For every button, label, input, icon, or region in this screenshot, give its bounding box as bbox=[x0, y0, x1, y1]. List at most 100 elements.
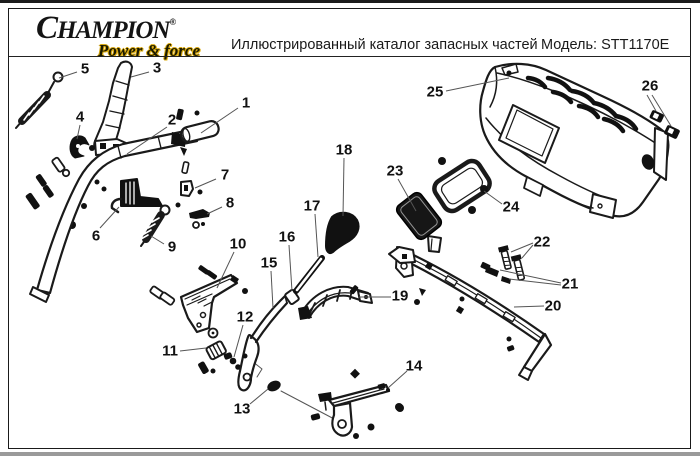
callout-number: 10 bbox=[230, 236, 247, 253]
callout-5: 5 bbox=[58, 61, 89, 79]
callout-number: 3 bbox=[153, 60, 161, 77]
callout-number: 13 bbox=[234, 401, 251, 418]
leader-line bbox=[651, 94, 672, 127]
callout-23: 23 bbox=[387, 163, 417, 212]
part-bracket-plate-left bbox=[149, 265, 239, 374]
callout-number: 20 bbox=[545, 298, 562, 315]
callout-number: 8 bbox=[226, 195, 234, 212]
brand-slogan: Power & force bbox=[98, 41, 200, 60]
leader-line bbox=[233, 324, 244, 358]
part-cable-clips bbox=[649, 110, 680, 139]
part-screw-set bbox=[176, 108, 190, 175]
callout-7: 7 bbox=[194, 167, 229, 189]
leader-line bbox=[508, 278, 562, 286]
leader-line bbox=[206, 206, 223, 215]
part-bushing bbox=[267, 380, 281, 392]
callout-20: 20 bbox=[513, 298, 562, 315]
part-console-housing bbox=[479, 62, 670, 219]
callout-number: 7 bbox=[221, 167, 229, 184]
part-lever-bolt bbox=[189, 209, 210, 229]
callout-26: 26 bbox=[642, 78, 672, 127]
callout-3: 3 bbox=[130, 60, 161, 78]
model-label: Модель: STT1170E bbox=[541, 37, 670, 53]
callout-11: 11 bbox=[162, 343, 207, 360]
leader-line bbox=[397, 178, 417, 212]
part-small-bracket bbox=[180, 180, 203, 197]
assembly-lines bbox=[246, 356, 339, 422]
callout-9: 9 bbox=[150, 235, 176, 256]
callout-18: 18 bbox=[336, 142, 353, 217]
leader-line bbox=[126, 126, 168, 155]
leader-line bbox=[270, 270, 274, 309]
leader-line bbox=[387, 370, 408, 389]
part-grip-lever bbox=[89, 60, 133, 156]
callout-21: 21 bbox=[499, 269, 579, 293]
part-trigger-block bbox=[110, 178, 163, 214]
part-bracket-bottom bbox=[310, 368, 403, 439]
callout-number: 17 bbox=[304, 198, 321, 215]
callout-number: 15 bbox=[261, 255, 278, 272]
leader-line bbox=[179, 347, 207, 352]
callout-number: 5 bbox=[81, 61, 89, 78]
callout-number: 18 bbox=[336, 142, 353, 159]
callout-16: 16 bbox=[279, 229, 295, 292]
callout-number: 24 bbox=[503, 199, 520, 216]
window-bottom-edge bbox=[0, 452, 700, 456]
leader-line bbox=[342, 157, 345, 217]
callout-number: 6 bbox=[92, 228, 100, 245]
brand-name: CHAMPION® bbox=[36, 10, 177, 46]
part-grip-tube bbox=[180, 110, 220, 144]
leader-line bbox=[288, 244, 293, 292]
callout-12: 12 bbox=[233, 309, 254, 358]
leader-line bbox=[249, 388, 269, 405]
callout-19: 19 bbox=[359, 288, 408, 305]
champion-logo: CHAMPION® Power & force bbox=[36, 9, 206, 61]
header-divider bbox=[9, 56, 691, 57]
leader-line bbox=[58, 71, 78, 79]
callout-13: 13 bbox=[234, 388, 269, 418]
callout-number: 11 bbox=[162, 343, 178, 360]
callout-number: 4 bbox=[76, 109, 85, 126]
callout-2: 2 bbox=[126, 112, 176, 155]
leader-line bbox=[445, 77, 510, 92]
part-small-spring bbox=[15, 71, 64, 129]
part-link-rod bbox=[293, 255, 325, 294]
leader-line bbox=[99, 206, 120, 229]
part-rubber-pad bbox=[395, 191, 443, 241]
part-gasket-frame bbox=[432, 157, 492, 214]
part-long-spring bbox=[140, 202, 181, 247]
part-screws-22 bbox=[498, 245, 526, 281]
callout-number: 2 bbox=[168, 112, 176, 129]
leader-line bbox=[150, 235, 165, 245]
callout-number: 9 bbox=[168, 239, 176, 256]
part-dot bbox=[242, 288, 248, 294]
callout-25: 25 bbox=[427, 77, 510, 101]
callout-number: 25 bbox=[427, 84, 444, 101]
callout-number: 23 bbox=[387, 163, 404, 180]
part-ribbed-coupler bbox=[205, 340, 227, 361]
leader-line bbox=[513, 305, 545, 308]
callout-22: 22 bbox=[510, 234, 551, 259]
leader-line bbox=[483, 190, 503, 205]
callout-15: 15 bbox=[261, 255, 278, 309]
leader-line bbox=[510, 242, 534, 253]
callout-1: 1 bbox=[200, 95, 250, 134]
callout-8: 8 bbox=[206, 195, 234, 215]
registered-mark-icon: ® bbox=[169, 17, 177, 27]
part-lever-arm bbox=[237, 294, 289, 392]
part-handle-tube bbox=[29, 127, 199, 303]
callout-number: 21 bbox=[562, 276, 579, 293]
window-top-edge bbox=[0, 0, 700, 3]
leader-line bbox=[646, 94, 657, 112]
leader-line bbox=[521, 244, 534, 259]
callout-number: 14 bbox=[406, 358, 423, 375]
callout-number: 12 bbox=[237, 309, 254, 326]
leader-line bbox=[130, 71, 150, 78]
callout-number: 26 bbox=[642, 78, 659, 95]
callout-number: 22 bbox=[534, 234, 551, 251]
part-washers bbox=[223, 352, 241, 370]
part-frame-bar bbox=[388, 235, 553, 412]
part-cable-clamp bbox=[69, 135, 90, 159]
leader-line bbox=[200, 107, 239, 134]
